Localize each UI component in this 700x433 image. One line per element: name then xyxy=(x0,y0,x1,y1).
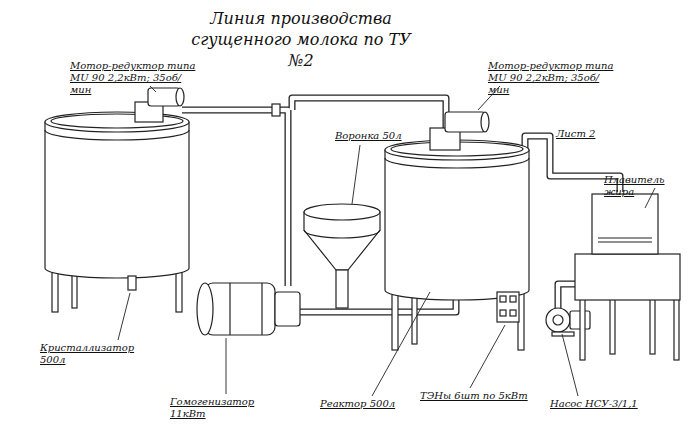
reactor-label: Реактор 500л xyxy=(320,398,410,410)
sheet-title: Линия производства сгущенного молока по … xyxy=(186,8,416,71)
heater-label: ТЭНы 6шт по 5кВт xyxy=(420,390,530,402)
sheet-number: Лист 2 xyxy=(556,128,616,140)
motor-label: Мотор-редуктор типа MU 90 2,2кВт; 35об/м… xyxy=(488,60,616,96)
pump-label: Насос НСУ-3/1,1 xyxy=(550,398,660,410)
melter-label: Плавитель жира xyxy=(604,174,694,198)
homogenizer-label: Гомогенизатор 11кВт xyxy=(170,396,290,420)
funnel-label: Воронка 50л xyxy=(335,130,415,142)
motor-label: Мотор-редуктор типа MU 90 2,2кВт; 35об/м… xyxy=(70,60,198,96)
crystallizer-label: Кристаллизатор 500л xyxy=(40,342,160,366)
